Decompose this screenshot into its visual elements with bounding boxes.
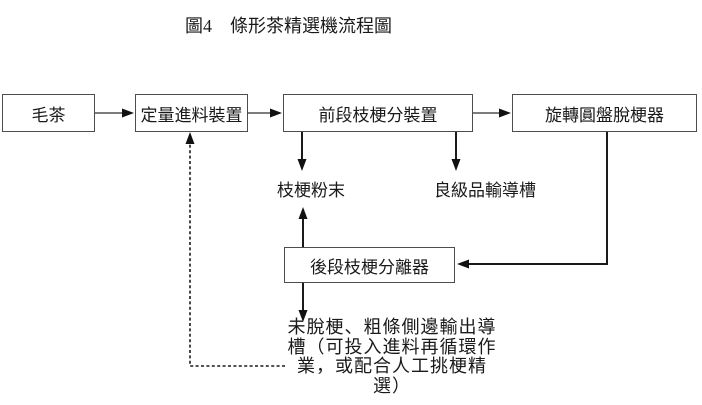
note-line-1: 未脫梗、粗條側邊輸出導 <box>287 317 497 337</box>
label-output-chute-note: 未脫梗、粗條側邊輸出導 槽（可投入進料再循環作 業，或配合人工挑梗精 選） <box>287 317 497 396</box>
note-line-4: 選） <box>373 375 411 396</box>
note-line-3: 業，或配合人工挑梗精 <box>297 356 487 376</box>
node-rear-stem-separator-label: 後段枝梗分離器 <box>310 257 429 277</box>
arrow-raw-tea-to-feeder <box>95 108 134 118</box>
arrow-front-separator-to-good-grade-chute <box>451 132 461 171</box>
arrow-front-separator-to-stem-powder <box>297 132 307 171</box>
node-raw-tea-label: 毛茶 <box>31 105 66 125</box>
figure-title: 圖4 條形茶精選機流程圖 <box>185 16 392 36</box>
dashed-recirculation-arrow-to-feeder <box>185 132 285 367</box>
node-front-stem-separator: 前段枝梗分裝置 <box>283 94 473 132</box>
node-raw-tea: 毛茶 <box>2 94 95 132</box>
label-good-grade-chute: 良級品輸導槽 <box>434 181 536 200</box>
node-quantitative-feeder: 定量進料裝置 <box>135 94 248 132</box>
label-stem-powder: 枝梗粉末 <box>277 181 345 200</box>
node-rotary-disc-destemmer-label: 旋轉圓盤脫梗器 <box>545 105 664 125</box>
note-line-2: 槽（可投入進料再循環作 <box>287 336 497 357</box>
arrow-rear-separator-to-stem-powder <box>298 207 308 247</box>
node-rear-stem-separator: 後段枝梗分離器 <box>284 247 455 283</box>
arrow-feeder-to-front-separator <box>248 108 282 118</box>
node-front-stem-separator-label: 前段枝梗分裝置 <box>318 105 438 125</box>
arrow-front-separator-to-rotary-destemmer <box>473 108 511 118</box>
node-quantitative-feeder-label: 定量進料裝置 <box>140 105 243 125</box>
node-rotary-disc-destemmer: 旋轉圓盤脫梗器 <box>512 94 697 132</box>
